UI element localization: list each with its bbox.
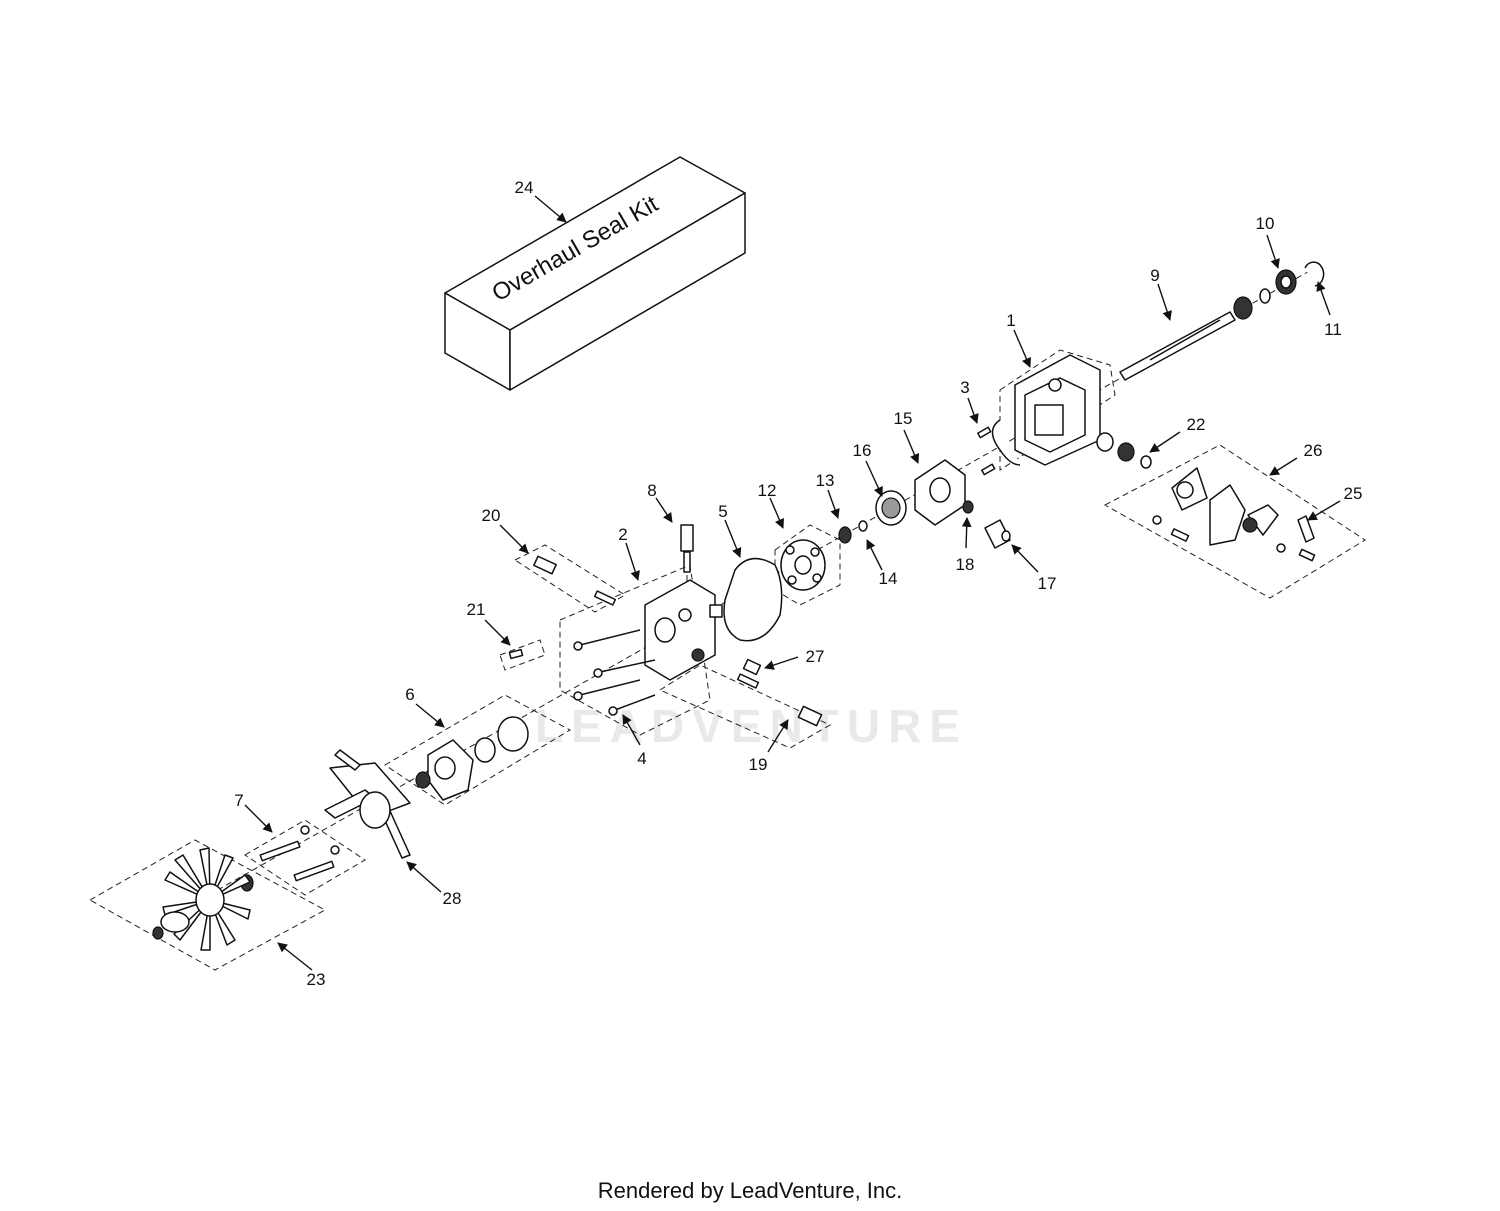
fitting-part[interactable] (499, 639, 546, 671)
callout-12: 12 (758, 481, 777, 500)
fan-blades (162, 847, 251, 951)
callout-25: 25 (1344, 484, 1363, 503)
housing-bolts[interactable] (573, 629, 656, 716)
control-arm-assembly[interactable] (1103, 444, 1366, 599)
callout-2: 2 (618, 525, 627, 544)
callout-16: 16 (853, 441, 872, 460)
callout-7: 7 (234, 791, 243, 810)
check-valve-assembly-left[interactable] (513, 544, 626, 613)
callout-17: 17 (1038, 574, 1057, 593)
callout-22: 22 (1187, 415, 1206, 434)
callout-23: 23 (307, 970, 326, 989)
leader-lines (244, 195, 1341, 971)
input-shaft-part[interactable] (1119, 261, 1325, 381)
housing-part[interactable] (991, 349, 1116, 471)
callout-3: 3 (960, 378, 969, 397)
callout-11: 11 (1324, 320, 1342, 339)
callout-24: 24 (515, 178, 534, 197)
charge-pump-assembly[interactable] (384, 694, 572, 806)
callout-6: 6 (405, 685, 414, 704)
watermark: LEADVENTURE (535, 700, 968, 752)
cylinder-block-part[interactable] (774, 524, 841, 606)
seal-bearing-part[interactable] (1096, 432, 1152, 469)
callout-20: 20 (482, 506, 501, 525)
thrust-bearing-part[interactable] (875, 490, 907, 526)
footer-credit: Rendered by LeadVenture, Inc. (597, 1178, 903, 1203)
center-section-part[interactable] (559, 564, 723, 736)
callout-9: 9 (1150, 266, 1159, 285)
callout-4: 4 (637, 749, 646, 768)
swashplate-part[interactable] (914, 459, 966, 526)
callout-21: 21 (467, 600, 486, 619)
relief-valve-part[interactable] (680, 524, 694, 600)
seal-kit-box[interactable]: Overhaul Seal Kit (444, 156, 746, 391)
callout-5: 5 (718, 502, 727, 521)
fan-hub-part[interactable] (324, 749, 411, 859)
trunnion-parts[interactable] (962, 500, 1011, 549)
callout-15: 15 (894, 409, 913, 428)
hub-bolts[interactable] (244, 819, 366, 896)
callout-26: 26 (1304, 441, 1323, 460)
cooling-fan-assembly[interactable] (88, 839, 327, 971)
callout-10: 10 (1256, 214, 1275, 233)
callout-27: 27 (806, 647, 825, 666)
callout-19: 19 (749, 755, 768, 774)
pin-parts[interactable] (977, 426, 996, 476)
callout-8: 8 (647, 481, 656, 500)
callout-labels: 24 1 9 10 11 3 15 16 22 26 25 13 14 18 1… (234, 178, 1362, 989)
callout-13: 13 (816, 471, 835, 490)
callout-1: 1 (1006, 311, 1015, 330)
spring-washer-parts[interactable] (838, 520, 868, 544)
callout-18: 18 (956, 555, 975, 574)
callout-14: 14 (879, 569, 898, 588)
callout-28: 28 (443, 889, 462, 908)
check-valve-assembly-right[interactable] (658, 658, 832, 749)
gasket-part[interactable] (723, 557, 783, 642)
